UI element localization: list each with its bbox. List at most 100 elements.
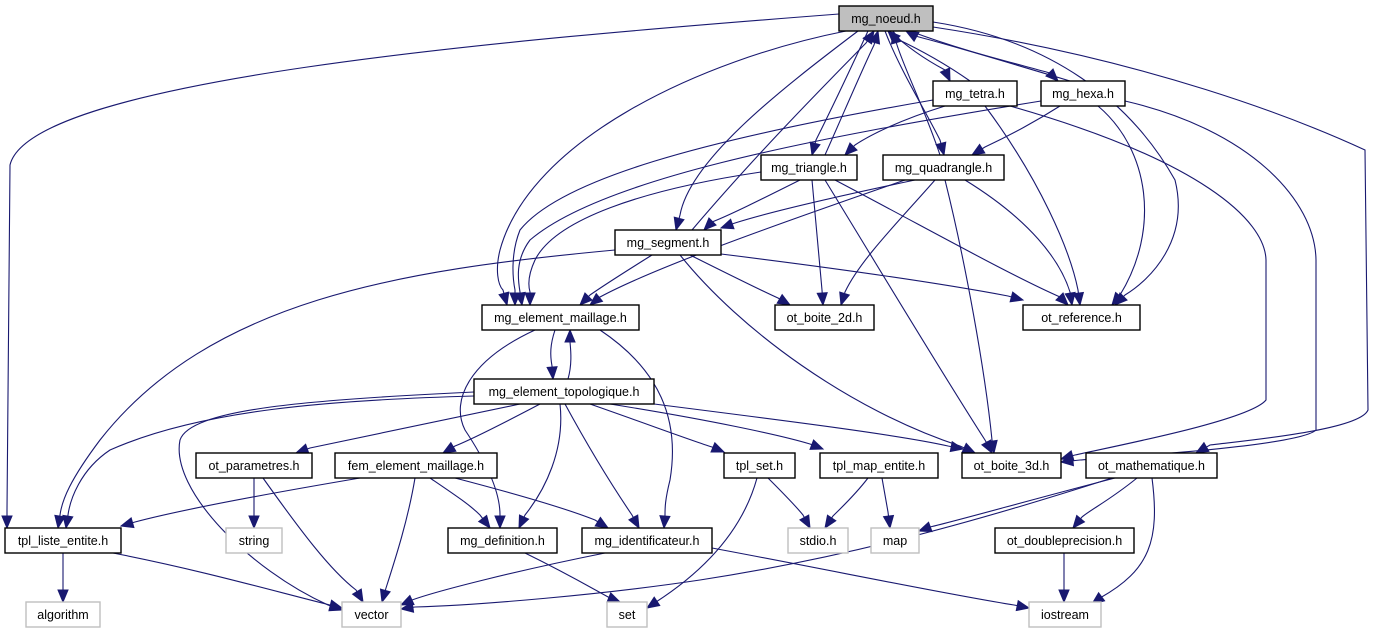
node-label: mg_segment.h <box>627 236 710 250</box>
node-ot-parametres[interactable]: ot_parametres.h <box>195 452 313 479</box>
node-box <box>606 601 648 628</box>
node-box <box>481 304 640 331</box>
node-ot-doubleprecision[interactable]: ot_doubleprecision.h <box>994 527 1135 554</box>
edge-line <box>262 477 364 603</box>
arrowhead-icon <box>579 292 593 306</box>
node-mg-element-topologique[interactable]: mg_element_topologique.h <box>473 378 655 405</box>
edge-line <box>711 547 1030 609</box>
edge-ot_parametres-to-vector <box>262 477 364 604</box>
edge-fem_element_maillage-to-tpl_liste_entite <box>119 477 361 529</box>
edge-line <box>824 477 869 529</box>
edge-line <box>599 329 673 529</box>
edge-tpl_set-to-set <box>645 477 758 609</box>
edge-line <box>932 21 1179 306</box>
arrowhead-icon <box>809 141 821 157</box>
edge-mg_tetra-to-ot_boite_3d <box>1009 105 1267 462</box>
edge-line <box>905 30 1071 82</box>
arrowhead-icon <box>890 29 902 45</box>
arrowhead-icon <box>1072 514 1086 530</box>
node-tpl-set[interactable]: tpl_set.h <box>723 452 796 479</box>
edge-line <box>840 179 936 306</box>
edge-fem_element_maillage-to-vector <box>379 477 416 604</box>
node-iostream: iostream <box>1028 601 1102 628</box>
edge-line <box>518 403 562 529</box>
edge-mg_element_topologique-to-mg_identificateur <box>564 403 640 530</box>
node-label: vector <box>354 608 388 622</box>
edge-mg_tetra-to-mg_triangle <box>844 105 946 156</box>
edge-line <box>1097 105 1146 306</box>
node-ot-reference[interactable]: ot_reference.h <box>1022 304 1141 331</box>
edge-line <box>429 477 491 529</box>
node-mg-element-maillage[interactable]: mg_element_maillage.h <box>481 304 640 331</box>
node-ot-boite-2d[interactable]: ot_boite_2d.h <box>774 304 875 331</box>
node-mg-noeud[interactable]: mg_noeud.h <box>838 5 934 32</box>
node-box <box>225 527 283 554</box>
arrowhead-icon <box>939 67 951 83</box>
edge-mg_noeud-to-mg_triangle <box>809 30 869 157</box>
node-tpl-map-entite[interactable]: tpl_map_entite.h <box>819 452 939 479</box>
node-label: fem_element_maillage.h <box>348 459 484 473</box>
edge-ot_doubleprecision-to-iostream <box>1058 553 1070 604</box>
arrowhead-icon <box>628 514 640 530</box>
edge-line <box>1009 105 1267 460</box>
node-ot-boite-3d[interactable]: ot_boite_3d.h <box>961 452 1062 479</box>
node-label: algorithm <box>37 608 88 622</box>
node-tpl-liste-entite[interactable]: tpl_liste_entite.h <box>4 527 122 554</box>
edge-line <box>824 179 993 454</box>
edge-line <box>512 99 934 305</box>
edge-line <box>720 179 916 229</box>
node-mg-tetra[interactable]: mg_tetra.h <box>932 80 1018 107</box>
edge-mg_identificateur-to-iostream <box>711 547 1031 612</box>
arrowhead-icon <box>949 440 965 453</box>
node-label: mg_element_maillage.h <box>494 311 627 325</box>
node-box <box>961 452 1062 479</box>
node-box <box>932 80 1018 107</box>
edge-line <box>178 391 475 611</box>
edge-line <box>964 179 1073 306</box>
edge-mg_quadrangle-to-mg_segment <box>719 179 916 230</box>
edge-mg_triangle-to-ot_boite_2d <box>811 179 828 307</box>
node-label: string <box>239 534 270 548</box>
node-label: ot_reference.h <box>1041 311 1122 325</box>
edge-line <box>120 477 361 527</box>
edge-mg_noeud-to-mg_element_maillage <box>496 30 847 307</box>
arrowhead-icon <box>917 521 933 533</box>
node-box <box>334 452 498 479</box>
edge-mg_element_maillage-to-mg_identificateur <box>599 329 673 530</box>
edge-line <box>887 30 971 82</box>
node-label: tpl_liste_entite.h <box>18 534 108 548</box>
node-label: ot_parametres.h <box>208 459 299 473</box>
edge-mg_hexa-to-mg_element_maillage <box>514 100 1042 307</box>
node-label: mg_quadrangle.h <box>895 161 992 175</box>
arrowhead-icon <box>379 588 391 604</box>
edge-line <box>884 30 945 156</box>
edge-mg_definition-to-set <box>524 552 622 603</box>
edge-mg_triangle-to-mg_segment <box>703 179 801 231</box>
node-mg-segment[interactable]: mg_segment.h <box>614 229 722 256</box>
edge-mg_segment-to-ot_reference <box>720 253 1025 303</box>
node-mg-triangle[interactable]: mg_triangle.h <box>760 154 858 181</box>
arrowhead-icon <box>1055 292 1069 306</box>
arrowhead-icon <box>518 514 530 530</box>
node-fem-element-maillage[interactable]: fem_element_maillage.h <box>334 452 498 479</box>
node-label: mg_tetra.h <box>945 87 1005 101</box>
edge-line <box>442 403 541 454</box>
edge-line <box>675 30 859 231</box>
node-mg-hexa[interactable]: mg_hexa.h <box>1040 80 1126 107</box>
arrowhead-icon <box>524 292 536 307</box>
node-ot-mathematique[interactable]: ot_mathematique.h <box>1085 452 1218 479</box>
edge-ot_mathematique-to-ot_doubleprecision <box>1072 477 1138 530</box>
arrowhead-icon <box>1058 589 1070 604</box>
arrowhead-icon <box>935 141 947 157</box>
node-label: mg_definition.h <box>460 534 545 548</box>
node-label: stdio.h <box>800 534 837 548</box>
arrowhead-icon <box>1064 291 1076 307</box>
edge-mg_noeud-to-mg_segment <box>673 30 859 232</box>
node-mg-identificateur[interactable]: mg_identificateur.h <box>581 527 713 554</box>
node-mg-quadrangle[interactable]: mg_quadrangle.h <box>882 154 1005 181</box>
node-box <box>787 527 849 554</box>
edge-line <box>459 329 536 528</box>
node-mg-definition[interactable]: mg_definition.h <box>447 527 558 554</box>
arrowhead-icon <box>862 29 875 45</box>
